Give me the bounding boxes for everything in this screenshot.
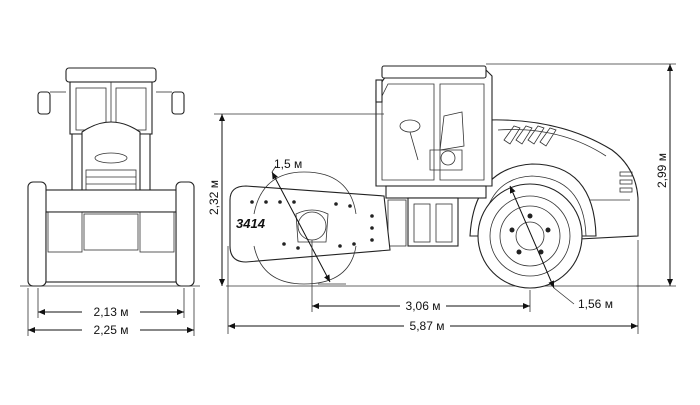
overall-height-label: 2,99 м — [655, 153, 669, 188]
mirror-right — [156, 91, 185, 115]
wheelbase-dimension: 3,06 м — [311, 240, 531, 313]
drum-diameter-label: 1,5 м — [274, 157, 302, 171]
front-width-outer-label: 2,25 м — [94, 323, 129, 337]
drum-height-label: 2,32 м — [207, 180, 221, 215]
wheelbase-label: 3,06 м — [406, 299, 441, 313]
wheel-diameter-dimension: 1,56 м — [509, 185, 613, 311]
overall-height-dimension: 2,99 м — [486, 63, 676, 287]
wheel-diameter-label: 1,56 м — [578, 297, 613, 311]
side-view: 3414 — [226, 65, 660, 289]
cab — [375, 65, 493, 187]
hood-vents — [503, 125, 633, 193]
front-view — [20, 67, 200, 287]
mirror-left — [37, 91, 66, 115]
drum-diameter-dimension: 1,5 м — [271, 157, 331, 283]
overall-length-dimension: 5,87 м — [227, 240, 639, 334]
drum-height-dimension: 2,32 м — [207, 113, 384, 286]
front-width-dimension: 2,13 м 2,25 м — [27, 288, 195, 337]
front-width-inner-label: 2,13 м — [94, 305, 129, 319]
model-label: 3414 — [236, 216, 266, 231]
overall-length-label: 5,87 м — [410, 319, 445, 333]
rear-wheel — [477, 183, 583, 289]
